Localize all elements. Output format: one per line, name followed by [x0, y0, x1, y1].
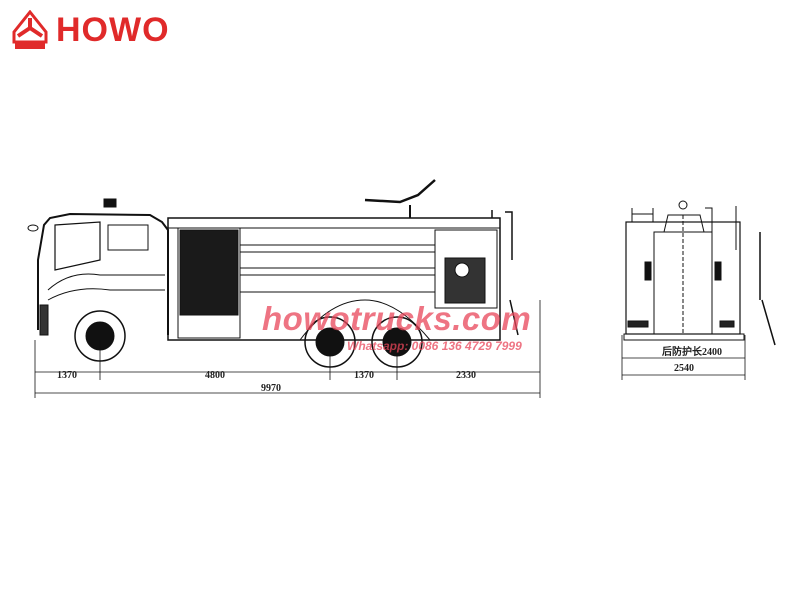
- roller-shutter: [179, 229, 239, 316]
- watermark-site: howotrucks.com: [262, 300, 532, 337]
- beacon-light: [103, 198, 117, 208]
- dim-wheelbase: 4800: [205, 370, 225, 381]
- dim-front-overhang: 1370: [57, 370, 77, 381]
- side-view: 1370 4800 1370 2330 9970: [27, 179, 541, 398]
- rear-view: 后防护长2400 2540: [621, 200, 776, 380]
- dim-overall-length: 9970: [261, 383, 281, 394]
- cab-outline: [37, 212, 169, 335]
- cnhtc-emblem-icon: [12, 10, 48, 49]
- dimension-lines: [34, 300, 541, 398]
- front-wheel: [74, 310, 126, 362]
- howo-logo: HOWO: [12, 10, 170, 50]
- dim-rear-overhang: 2330: [456, 370, 476, 381]
- watermark-contact: Whatsapp: 0086 136 4729 7999: [347, 339, 522, 353]
- rear-wheel-1: [304, 316, 356, 368]
- brand-name: HOWO: [56, 10, 170, 49]
- water-monitor: [364, 179, 436, 204]
- dim-overall-width: 2540: [674, 363, 694, 374]
- dim-rear-guard: 后防护长2400: [662, 345, 722, 358]
- dim-axle-spacing: 1370: [354, 370, 374, 381]
